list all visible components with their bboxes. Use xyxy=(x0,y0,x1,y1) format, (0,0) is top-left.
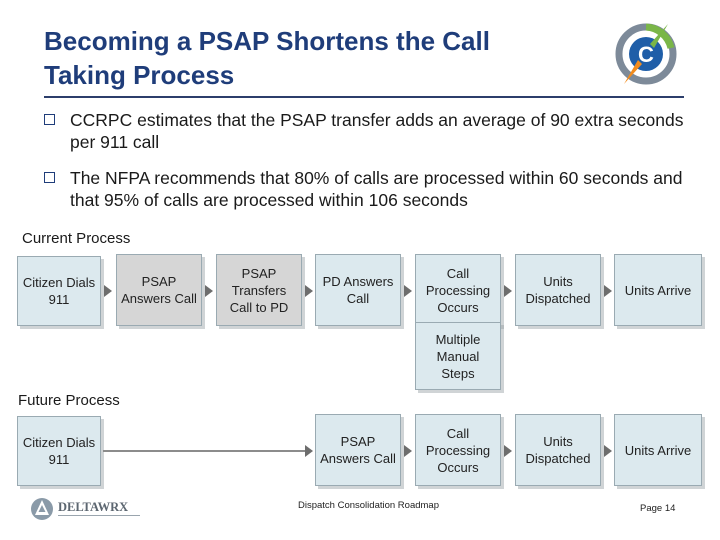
current-step-psap-answers: PSAP Answers Call xyxy=(116,254,202,326)
current-step-call-processing: Call Processing Occurs xyxy=(415,254,501,326)
bullet-text: CCRPC estimates that the PSAP transfer a… xyxy=(70,110,684,152)
future-step-units-dispatched: Units Dispatched xyxy=(515,414,601,486)
flow-arrow xyxy=(104,285,112,297)
compass-logo-icon: C xyxy=(615,23,677,85)
flow-arrow xyxy=(404,285,412,297)
future-step-units-arrive: Units Arrive xyxy=(614,414,702,486)
future-step-call-processing: Call Processing Occurs xyxy=(415,414,501,486)
page-number: Page 14 xyxy=(640,503,676,514)
current-process-label: Current Process xyxy=(22,230,131,247)
future-process-label: Future Process xyxy=(18,392,120,409)
svg-text:DELTAWRX: DELTAWRX xyxy=(58,500,128,514)
future-step-psap-answers: PSAP Answers Call xyxy=(315,414,401,486)
flow-arrow xyxy=(604,285,612,297)
current-step-psap-transfers: PSAP Transfers Call to PD xyxy=(216,254,302,326)
checkbox-bullet-icon xyxy=(44,114,55,125)
future-step-citizen-dials: Citizen Dials 911 xyxy=(17,416,101,486)
page-title: Becoming a PSAP Shortens the Call Taking… xyxy=(44,26,490,90)
flow-connector-line xyxy=(103,450,305,452)
current-step-units-arrive: Units Arrive xyxy=(614,254,702,326)
footer-title: Dispatch Consolidation Roadmap xyxy=(298,500,439,511)
flow-arrow xyxy=(504,285,512,297)
deltawrx-logo-icon: DELTAWRX xyxy=(31,498,140,520)
flow-arrow xyxy=(305,445,313,457)
current-substep-manual-steps: Multiple Manual Steps xyxy=(415,322,501,390)
svg-text:C: C xyxy=(638,42,654,67)
checkbox-bullet-icon xyxy=(44,172,55,183)
flow-arrow xyxy=(305,285,313,297)
current-step-pd-answers: PD Answers Call xyxy=(315,254,401,326)
title-divider xyxy=(44,96,684,98)
bullet-text: The NFPA recommends that 80% of calls ar… xyxy=(70,168,683,210)
current-step-units-dispatched: Units Dispatched xyxy=(515,254,601,326)
flow-arrow xyxy=(205,285,213,297)
flow-arrow xyxy=(504,445,512,457)
flow-arrow xyxy=(404,445,412,457)
flow-arrow xyxy=(604,445,612,457)
current-step-citizen-dials: Citizen Dials 911 xyxy=(17,256,101,326)
